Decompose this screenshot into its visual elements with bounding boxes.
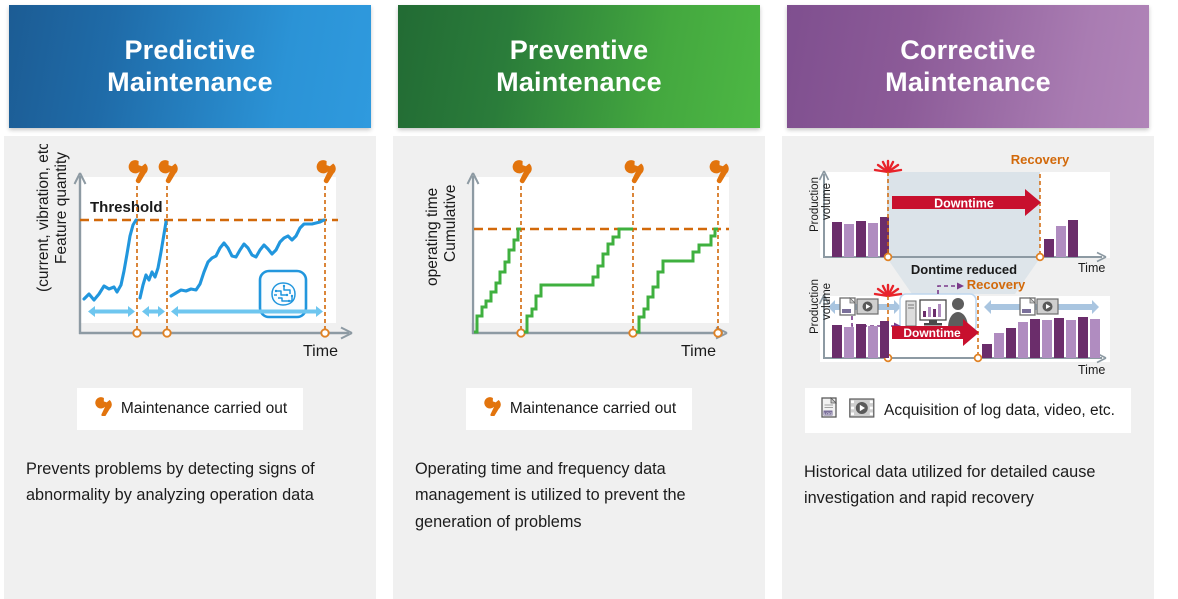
panel-header-preventive: Preventive Maintenance xyxy=(398,5,760,128)
panel-body-predictive: Threshold xyxy=(4,136,376,599)
chart-corrective: Downtime Recovery Production volume Time… xyxy=(782,144,1154,382)
panel-body-corrective: Downtime Recovery Production volume Time… xyxy=(782,136,1154,599)
title-line-2: Maintenance xyxy=(107,66,273,97)
y-axis xyxy=(466,172,480,334)
legend-maintenance-predictive: Maintenance carried out xyxy=(76,388,304,430)
cumulative-staircase-1 xyxy=(474,227,521,334)
bottom-production-bars xyxy=(832,321,889,358)
recovery-label-top: Recovery xyxy=(1011,152,1070,167)
y-axis-label-line2: (current, vibration, etc.) xyxy=(35,144,52,292)
top-y-axis-label-line2: volume xyxy=(821,183,833,220)
top-production-bars-recovery xyxy=(1044,220,1078,257)
y-axis xyxy=(73,172,87,334)
legend-label: Maintenance carried out xyxy=(120,400,288,417)
top-x-axis-label: Time xyxy=(1078,261,1105,275)
wrench-icon xyxy=(316,160,336,184)
top-event-points xyxy=(883,252,1045,262)
wrench-icon xyxy=(624,160,644,184)
legend-label: Maintenance carried out xyxy=(509,400,677,417)
x-axis xyxy=(472,326,728,340)
downtime-arrow-top: Downtime xyxy=(892,189,1041,216)
brain-circuit-icon xyxy=(258,269,308,319)
failure-burst-icon xyxy=(873,283,903,298)
interval-arrows xyxy=(88,306,323,317)
panel-description-preventive: Operating time and frequency data manage… xyxy=(415,460,686,531)
bottom-y-axis-label-line1: Production xyxy=(809,279,821,334)
panel-header-corrective: Corrective Maintenance xyxy=(787,5,1149,128)
x-axis-label: Time xyxy=(681,343,716,360)
wrench-icon xyxy=(512,160,532,184)
title-line-1: Corrective xyxy=(900,34,1036,65)
panel-description-predictive: Prevents problems by detecting signs of … xyxy=(26,460,315,505)
wrench-icon xyxy=(128,160,148,184)
recovery-label-bottom: Recovery xyxy=(967,277,1026,292)
log-video-icon xyxy=(839,297,879,316)
top-production-bars xyxy=(832,217,889,257)
x-axis-label: Time xyxy=(303,343,338,360)
page-title-preventive: Preventive Maintenance xyxy=(496,35,662,99)
wrench-icon xyxy=(93,397,112,421)
y-axis-label-line2: operating time xyxy=(424,188,441,286)
maintenance-marker-lines xyxy=(520,186,719,333)
title-line-1: Predictive xyxy=(124,34,256,65)
downtime-label-top: Downtime xyxy=(934,197,994,211)
failure-burst-icon xyxy=(873,159,903,174)
downtime-arrow-bottom: Downtime xyxy=(892,319,979,346)
bottom-x-axis-label: Time xyxy=(1078,363,1105,377)
panel-description-corrective: Historical data utilized for detailed ca… xyxy=(804,463,1096,508)
wrench-icon xyxy=(482,397,501,421)
chart-predictive: Threshold xyxy=(4,144,376,382)
maintenance-axis-points xyxy=(132,328,330,338)
x-axis xyxy=(79,326,353,340)
y-axis-label-line1: Cumulative xyxy=(442,184,459,262)
panel-preventive-maintenance: Preventive Maintenance xyxy=(393,0,765,599)
cumulative-staircase-3 xyxy=(636,227,718,334)
cumulative-staircase-2 xyxy=(524,227,633,334)
y-axis-label-line1: Feature quantity xyxy=(53,152,70,264)
wrench-icon xyxy=(709,160,729,184)
wrench-icon xyxy=(158,160,178,184)
video-film-icon xyxy=(849,398,875,423)
threshold-label: Threshold xyxy=(90,199,163,216)
title-line-2: Maintenance xyxy=(885,66,1051,97)
title-line-1: Preventive xyxy=(509,34,649,65)
legend-label: Acquisition of log data, video, etc. xyxy=(884,401,1115,419)
maintenance-marker-lines xyxy=(136,186,326,333)
top-event-lines xyxy=(887,172,1041,257)
panel-body-preventive: Cumulative operating time Time Maintenan… xyxy=(393,136,765,599)
title-line-2: Maintenance xyxy=(496,66,662,97)
bottom-production-bars-recovery xyxy=(982,317,1100,358)
page-title-predictive: Predictive Maintenance xyxy=(107,35,273,99)
legend-maintenance-preventive: Maintenance carried out xyxy=(465,388,693,430)
panel-header-predictive: Predictive Maintenance xyxy=(9,5,371,128)
page-title-corrective: Corrective Maintenance xyxy=(885,35,1051,99)
top-y-axis xyxy=(818,170,830,258)
bottom-y-axis xyxy=(818,294,830,359)
feature-signal-segment-3 xyxy=(169,218,326,298)
feature-signal-segment-1 xyxy=(82,218,138,302)
log-document-icon: LOG xyxy=(821,397,840,424)
feature-signal-segment-2 xyxy=(138,220,168,300)
downtime-reduced-note: Dontime reduced xyxy=(911,262,1017,277)
bottom-y-axis-label-line2: volume xyxy=(821,283,833,320)
legend-acquisition-corrective: LOG xyxy=(805,388,1131,433)
downtime-label-bottom: Downtime xyxy=(903,326,961,340)
panel-predictive-maintenance: Predictive Maintenance xyxy=(4,0,376,599)
panel-corrective-maintenance: Corrective Maintenance xyxy=(782,0,1154,599)
top-y-axis-label-line1: Production xyxy=(809,177,821,232)
log-video-icon xyxy=(1019,297,1059,316)
chart-preventive: Cumulative operating time Time xyxy=(393,144,765,382)
svg-text:LOG: LOG xyxy=(824,411,832,416)
